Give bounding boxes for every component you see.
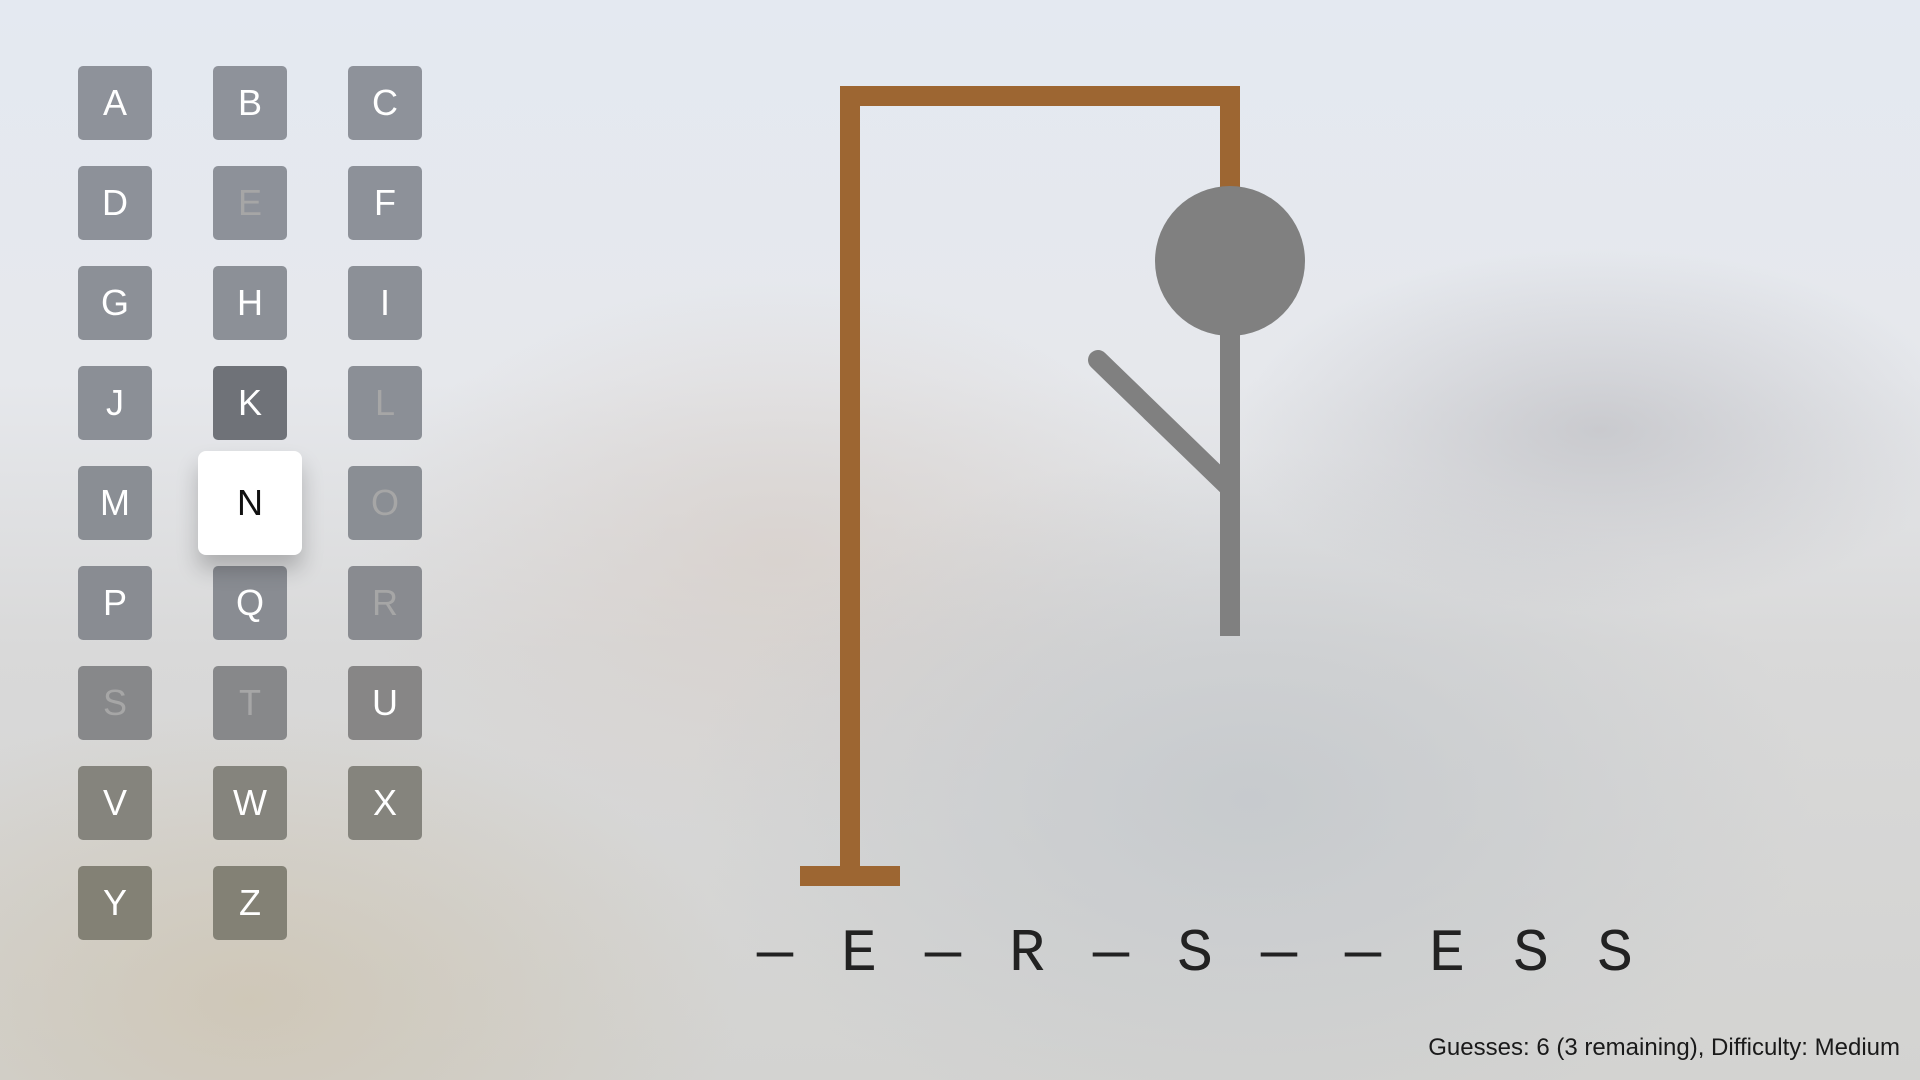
key-s[interactable]: S — [78, 666, 152, 740]
word-blank: — — [756, 921, 793, 989]
word-blank: — — [924, 921, 961, 989]
word-blank: — — [1344, 921, 1381, 989]
hangman-figure — [1088, 186, 1305, 636]
key-l[interactable]: L — [348, 366, 422, 440]
key-f[interactable]: F — [348, 166, 422, 240]
gallows-frame — [800, 86, 1240, 886]
hangman-left-arm — [1088, 350, 1240, 498]
key-p[interactable]: P — [78, 566, 152, 640]
word-blank: — — [1260, 921, 1297, 989]
hangman-head — [1155, 186, 1305, 336]
key-x[interactable]: X — [348, 766, 422, 840]
key-t[interactable]: T — [213, 666, 287, 740]
key-w[interactable]: W — [213, 766, 287, 840]
key-g[interactable]: G — [78, 266, 152, 340]
word-letter: R — [1008, 921, 1045, 989]
key-y[interactable]: Y — [78, 866, 152, 940]
key-d[interactable]: D — [78, 166, 152, 240]
status-text: Guesses: 6 (3 remaining), Difficulty: Me… — [1428, 1034, 1900, 1061]
key-z[interactable]: Z — [213, 866, 287, 940]
key-e[interactable]: E — [213, 166, 287, 240]
word-letter: S — [1176, 921, 1213, 989]
key-o[interactable]: O — [348, 466, 422, 540]
gallows-drawing — [800, 86, 1305, 886]
key-m[interactable]: M — [78, 466, 152, 540]
key-b[interactable]: B — [213, 66, 287, 140]
key-i[interactable]: I — [348, 266, 422, 340]
gallows-post — [840, 86, 860, 876]
gallows-beam — [840, 86, 1240, 106]
key-q[interactable]: Q — [213, 566, 287, 640]
key-h[interactable]: H — [213, 266, 287, 340]
gallows-rope — [1220, 86, 1240, 196]
word-blank: — — [1092, 921, 1129, 989]
word-letter: E — [840, 921, 877, 989]
word-letter: S — [1596, 921, 1633, 989]
word-letter: E — [1428, 921, 1465, 989]
key-v[interactable]: V — [78, 766, 152, 840]
key-j[interactable]: J — [78, 366, 152, 440]
word-letter: S — [1512, 921, 1549, 989]
key-a[interactable]: A — [78, 66, 152, 140]
key-c[interactable]: C — [348, 66, 422, 140]
key-u[interactable]: U — [348, 666, 422, 740]
key-n[interactable]: N — [198, 451, 302, 555]
key-r[interactable]: R — [348, 566, 422, 640]
key-k[interactable]: K — [213, 366, 287, 440]
